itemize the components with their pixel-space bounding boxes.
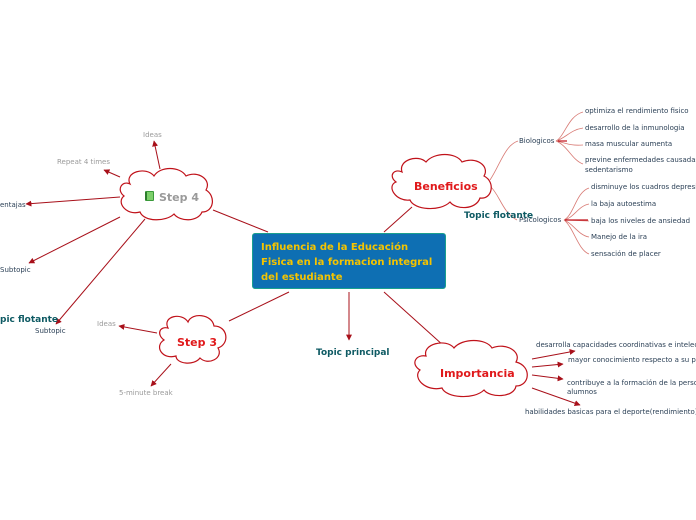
step3-ideas[interactable]: Ideas	[97, 320, 116, 328]
step4-title: Step 4	[159, 191, 199, 204]
central-topic[interactable]: Influencia de la Educación Fisica en la …	[252, 233, 446, 289]
subtopic-psicologicos[interactable]: Psicologicos	[519, 216, 562, 224]
topic-principal[interactable]: Topic principal	[316, 348, 390, 358]
bio-item-2[interactable]: desarrollo de la inmunologia	[585, 124, 685, 132]
cloud-beneficios[interactable]	[391, 153, 492, 210]
psi-item-2[interactable]: la baja autoestima	[591, 200, 657, 208]
beneficios-floating-topic[interactable]: Topic flotante	[464, 211, 534, 221]
psi-item-5[interactable]: sensación de placer	[591, 250, 661, 258]
bio-item-4[interactable]: previne enfermedades causadas p	[585, 156, 696, 164]
step4-connectors	[25, 140, 161, 325]
imp-item-1[interactable]: desarrolla capacidades coordinativas e i…	[536, 341, 696, 349]
central-topic-line-2: Fisica en la formacion integral	[261, 257, 433, 268]
central-topic-line-1: Influencia de la Educación	[261, 242, 409, 253]
step4-subtopic-2[interactable]: Subtopic	[35, 327, 66, 335]
cloud-step3[interactable]	[159, 315, 227, 364]
psi-item-4[interactable]: Manejo de la ira	[591, 233, 648, 241]
bio-item-3[interactable]: masa muscular aumenta	[585, 140, 673, 148]
imp-item-4[interactable]: habilidades basicas para el deporte(rend…	[525, 408, 696, 416]
step4-ideas[interactable]: Ideas	[143, 131, 162, 139]
bio-item-4-cont: sedentarismo	[585, 166, 633, 174]
step4-repeat[interactable]: Repeat 4 times	[57, 158, 111, 166]
subtopic-biologicos[interactable]: Biologicos	[519, 137, 555, 145]
imp-item-3[interactable]: contribuye a la formación de la persona	[567, 379, 696, 387]
importancia-connectors	[531, 349, 581, 407]
imp-item-3-cont: alumnos	[567, 388, 597, 396]
imp-item-2[interactable]: mayor conocimiento respecto a su prop	[568, 356, 696, 364]
importancia-title: Importancia	[440, 367, 515, 380]
cloud-importancia[interactable]	[414, 339, 528, 398]
branch-ticks	[558, 140, 588, 221]
step3-title: Step 3	[177, 336, 217, 349]
green-book-icon	[145, 191, 154, 201]
step3-break[interactable]: 5-minute break	[119, 389, 173, 397]
bio-item-1[interactable]: optimiza el rendimiento fisico	[585, 107, 689, 115]
beneficios-connectors	[489, 111, 590, 255]
cloud-step4[interactable]	[119, 167, 213, 221]
step4-ventajas[interactable]: entajas	[0, 201, 26, 209]
step3-connectors	[118, 324, 172, 387]
main-connectors	[212, 206, 445, 347]
step4-floating-topic[interactable]: pic flotante	[0, 315, 59, 325]
beneficios-title: Beneficios	[414, 180, 478, 193]
psi-item-1[interactable]: disminuye los cuadros depresiv	[591, 183, 696, 191]
central-topic-line-3: del estudiante	[261, 272, 343, 283]
step4-subtopic-1[interactable]: Subtopic	[0, 266, 31, 274]
psi-item-3[interactable]: baja los niveles de ansiedad	[591, 217, 691, 225]
